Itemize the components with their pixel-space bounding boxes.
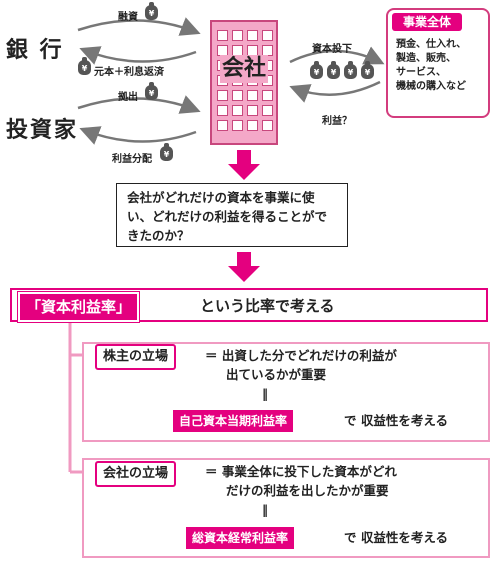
shareholder-view-desc-2: 出ているかが重要 [226,367,327,382]
down-arrow-icon-2 [228,252,260,282]
down-arrow-icon-1 [228,150,260,180]
capital-investment-label: 資本投下 [312,44,352,55]
profit-distribution-label: 利益分配 [112,154,152,165]
bank-label: 銀 行 [6,38,64,63]
financing-arrow [77,17,201,36]
profit-question-label: 利益？ [322,116,352,127]
rate-text: という比率で考える [200,297,335,315]
business-title: 事業全体 [392,13,462,31]
business-item: 製造、販売、 [396,53,456,64]
shareholder-view-label: 株主の立場 [95,344,177,370]
money-bag-icon: ¥ [327,61,340,79]
repayment-arrow [79,46,197,65]
money-bag-icon: ¥ [145,2,158,20]
rate-label: 「資本利益率」 [16,291,141,323]
business-items: 預金、仕入れ、 製造、販売、 サービス、 機械の購入など [396,38,466,94]
company-metric: 総資本経常利益率 [186,527,295,549]
money-bag-icon: ¥ [310,61,323,79]
company-consider: で 収益性を考える [344,530,448,545]
money-bag-icon: ¥ [145,82,158,100]
business-item: 機械の購入など [396,81,466,92]
investor-label: 投資家 [6,118,79,143]
money-bag-icon: ¥ [78,57,91,75]
repayment-label: 元本＋利息返済 [94,67,164,78]
investment-arrow [289,46,385,65]
distribution-arrow [79,126,197,145]
shareholder-view-desc-1: ＝ 出資した分でどれだけの利益が [205,348,397,363]
company-label: 会社 [220,55,268,83]
equals-sign: ‖ [262,387,268,401]
money-bag-icon: ¥ [361,61,374,79]
contribution-arrow [77,95,201,114]
business-item: 預金、仕入れ、 [396,39,467,50]
shareholder-consider: で 収益性を考える [344,413,448,428]
money-bag-icon: ¥ [344,61,357,79]
equals-sign: ‖ [262,503,268,517]
shareholder-view-box [82,342,490,442]
shareholder-metric: 自己資本当期利益率 [173,410,294,432]
contribution-label: 拠出 [118,92,138,103]
company-view-desc-2: だけの利益を出したかが重要 [226,483,389,498]
company-view-desc-1: ＝ 事業全体に投下した資本がどれ [205,464,397,479]
question-box: 会社がどれだけの資本を事業に使い、どれだけの利益を得ることができたのか？ [116,183,348,247]
profit-arrow [289,80,381,103]
company-view-label: 会社の立場 [95,461,177,487]
financing-label: 融資 [118,12,138,23]
money-bag-icon: ¥ [160,143,173,161]
business-item: サービス、 [396,67,446,78]
